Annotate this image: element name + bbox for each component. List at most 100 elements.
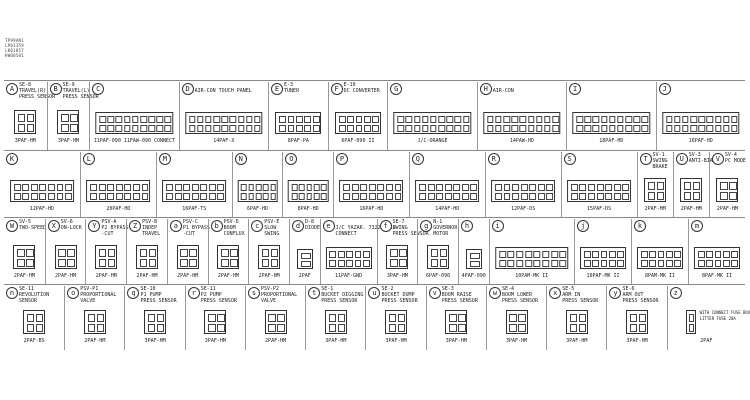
connector-description: BUCKET DUMP [381,292,415,298]
connector-description: PC MODE [724,158,746,164]
connector-cavity [67,258,75,268]
connector-cavity [221,124,229,133]
connector-cavity [674,115,681,124]
connector-part-number: 8PAF-HD [297,206,319,212]
connector-cavity [509,323,517,333]
connector-cavity [360,183,368,192]
connector-cavity [188,124,196,133]
connector-cavity [430,115,437,124]
connector-cavity [544,115,551,124]
connector-description: PROPORTIONAL [260,292,298,298]
connector-cavity [640,250,648,259]
connector-cavity [542,250,550,259]
connector-cavity [183,192,191,201]
connector-cavity [58,248,66,258]
row-divider [4,217,745,218]
connector-cavity [690,124,697,133]
connector-letter-badge: K [6,153,18,165]
connector-cavity [61,113,69,123]
connector-housing-drawing [386,245,409,269]
connector-cavity [684,191,692,201]
connector-cavity [337,259,345,268]
connector-cavity [183,183,191,192]
connector-cavity [99,258,107,268]
connector-cavity [729,191,737,201]
connector-code: SE-5 [562,286,575,292]
connector-cavity [399,248,407,258]
connector-cavity [427,183,435,192]
connector-cavity [446,115,454,124]
connector-cavity [156,115,164,124]
fuse-rating-note: LITTER FUSE 20A [699,316,736,321]
connector-cavity [605,192,613,201]
connector-description: ARM IN [562,292,581,298]
connector-cavity [26,313,35,323]
connector-cavity [27,123,35,133]
connector-cavity [65,192,73,201]
connector-description: BOOM [223,225,236,231]
connector-cavity [347,115,354,124]
connector-heading: m [691,220,703,244]
connector-cavity [26,258,34,268]
connector-part-number: 3PAF-HM [204,338,226,344]
connector-cavity [444,183,452,192]
connector-housing-drawing [95,245,118,269]
connector-code: PSV-P2 [260,286,280,292]
connector-cavity [449,323,457,333]
connector-cavity [720,181,728,191]
connector-cavity [300,252,311,260]
connector-description: SWING [392,225,408,231]
connector-cavity [430,258,439,268]
connector-cavity [230,258,238,268]
connector-cavity [470,192,478,201]
connector-housing-drawing [95,112,174,134]
connector-part-number: 2PAF-HM [258,273,280,279]
connector-cavity [189,258,197,268]
connector-part-number: 8PAF-MK II [701,273,733,279]
connector-cavity [27,113,35,123]
connector-housing-drawing [176,245,199,269]
connector-cavity [714,259,722,268]
connector-letter-badge: n [6,287,18,299]
connector-cavity [495,115,502,124]
connector-description: TRAVEL(L) [62,88,90,94]
connector-letter-badge: R [487,153,500,165]
connector-cavity [641,115,649,124]
connector-cavity [544,124,551,133]
connector-cavity [180,258,188,268]
connector-cavity [90,192,98,201]
connector-letter-badge: V [711,153,724,165]
connector-part-number: 10PAF-MK II [586,273,620,279]
connector-part-number: 2PAF-HM [95,273,117,279]
connector-cavity [343,192,351,201]
connector-housing-drawing [258,245,281,269]
connector-letter-badge: d [292,220,304,232]
connector-cavity [519,124,527,133]
connector-cavity [197,115,204,124]
connector-cavity [17,248,25,258]
connector-housing-drawing [637,247,683,269]
connector-cavity [592,124,600,133]
connector-letter-badge: e [322,220,335,232]
connector-housing-drawing [162,180,227,202]
connector-cavity [217,183,225,192]
connector-cavity [462,124,470,133]
connector-cavity [13,183,21,192]
connector-part-number: 2PAF-HM [716,206,738,212]
connector-cavity [706,259,713,268]
connector-cavity [714,115,722,124]
connector-cavity [422,115,429,124]
connector-cavity [221,115,229,124]
connector-housing-drawing [572,112,651,134]
